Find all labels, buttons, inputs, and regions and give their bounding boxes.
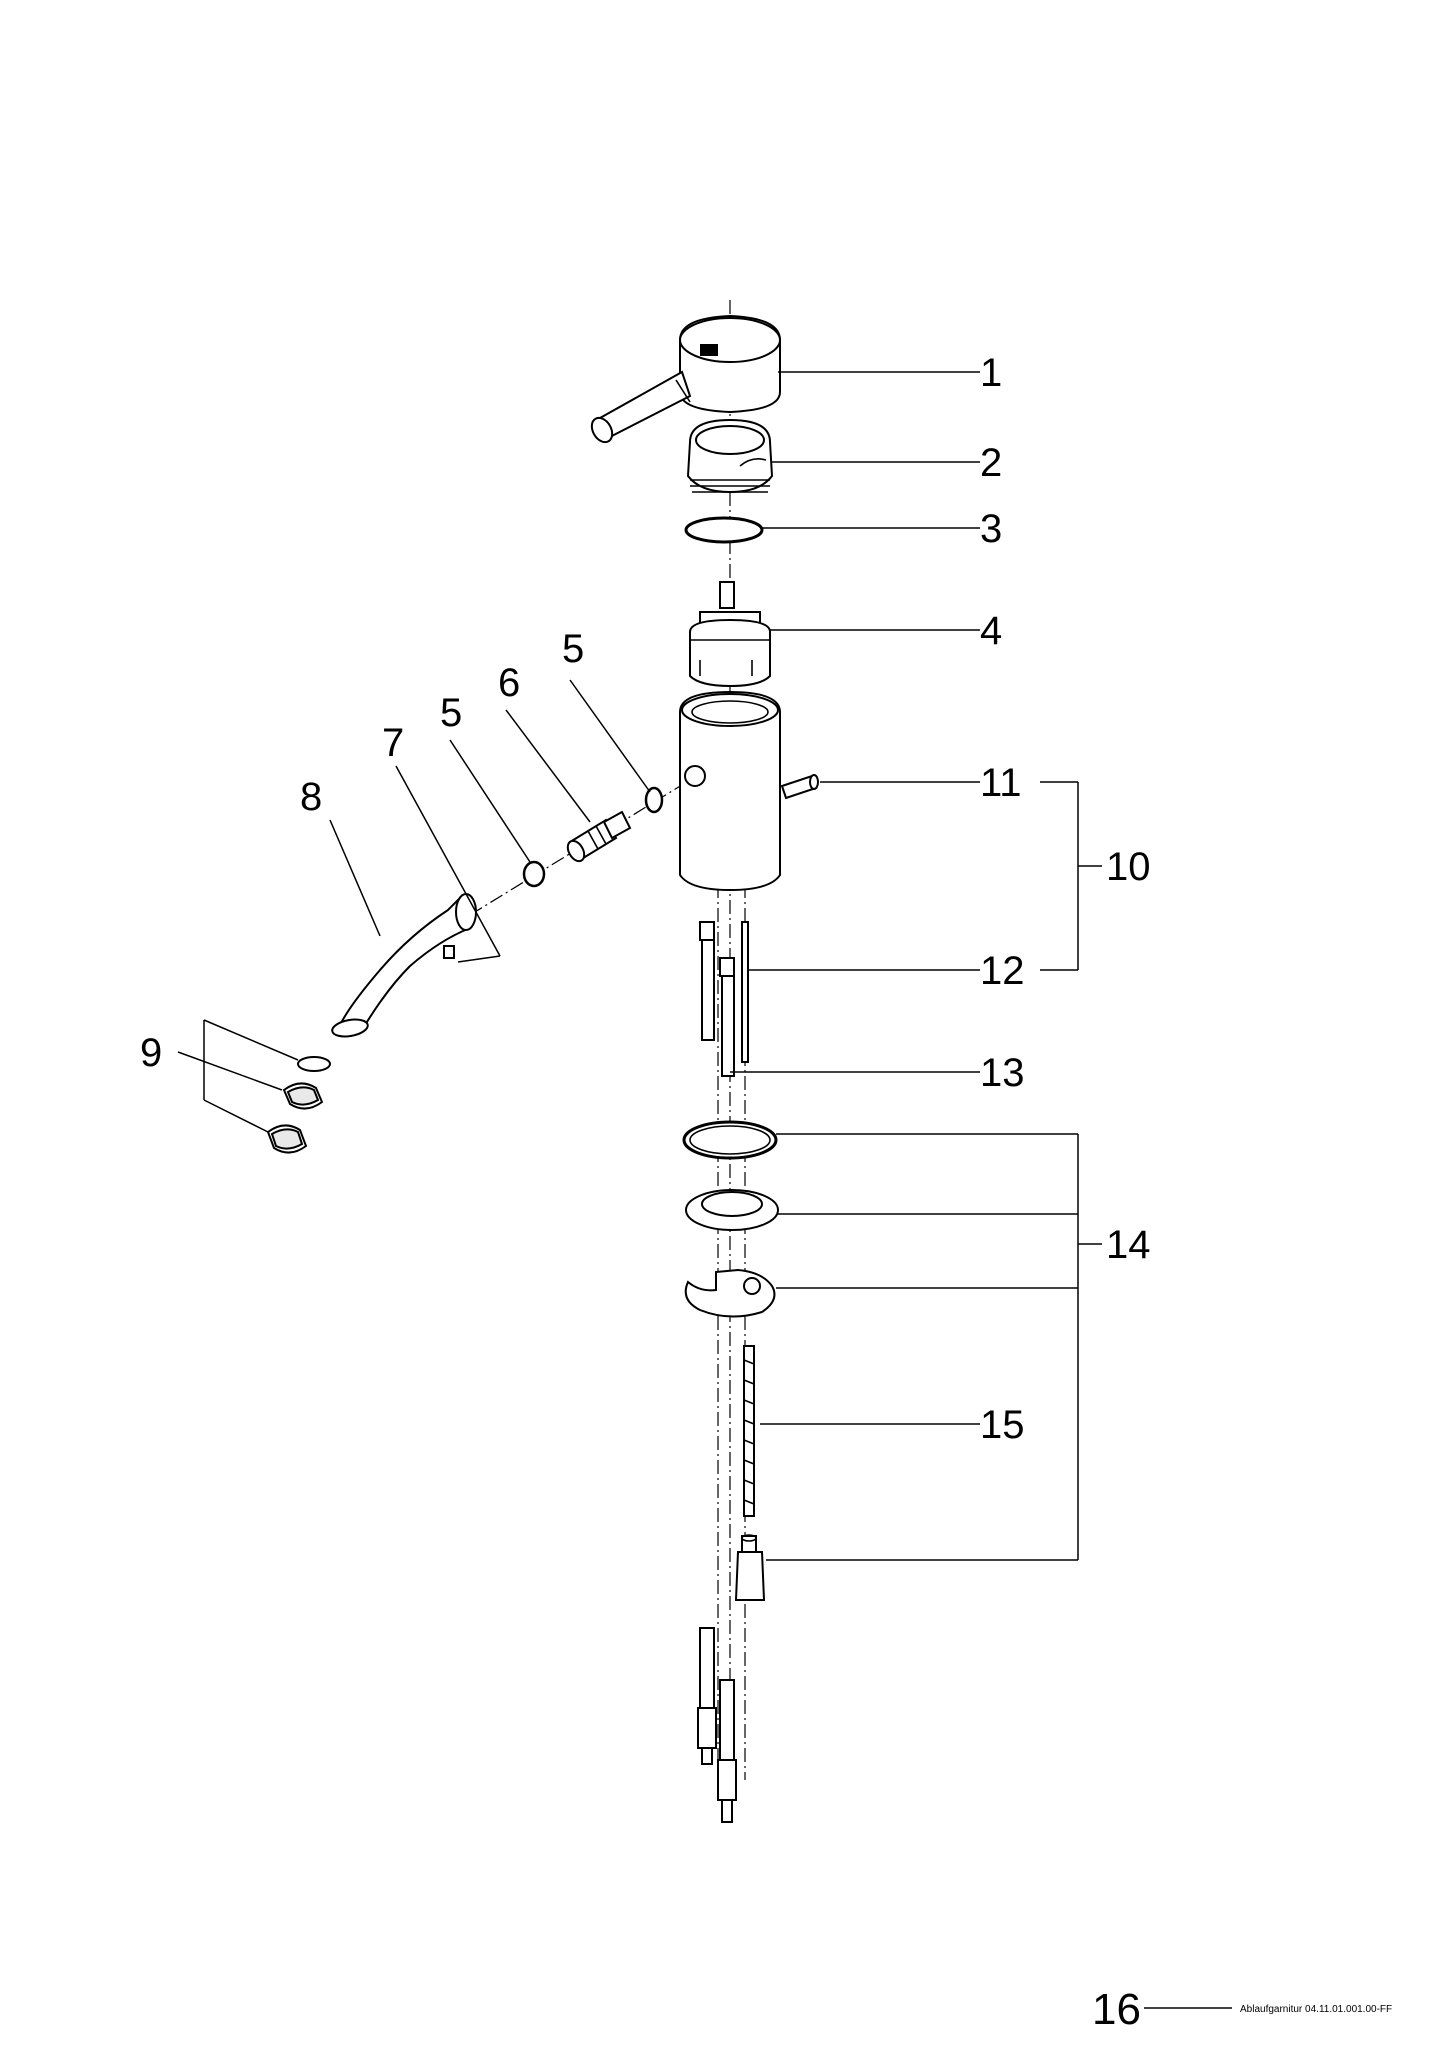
part-14-fixing-plate [684,1268,776,1318]
part-4-cartridge [689,581,771,688]
callout-6: 6 [498,661,520,705]
callout-1: 1 [980,351,1002,395]
part-8-spout [331,893,477,1038]
callout-labels: 1 2 3 4 5 6 5 7 8 9 11 10 12 13 14 15 [140,351,1151,1447]
part-1-lever-handle [590,314,781,444]
callout-14: 14 [1106,1223,1151,1267]
part-14-washer-ring [682,1120,778,1160]
callout-4: 4 [980,609,1002,653]
part-14-nut [734,1534,766,1601]
part-3-o-ring [684,516,764,544]
callout-12: 12 [980,949,1025,993]
callout-11: 11 [980,761,1022,805]
callout-15: 15 [980,1403,1025,1447]
part-6-connector [566,810,632,863]
part-5-o-ring-right [644,786,664,814]
leader-lines [177,371,1232,2009]
page-number: 16 [1092,1985,1141,2034]
callout-8: 8 [300,775,322,819]
part-14-flat-washer [685,1189,779,1231]
callout-9: 9 [140,1031,162,1075]
page-footer: 16 Ablaufgarnitur 04.11.01.001.00-FF [1092,1985,1392,2034]
part-9-aerator-set [266,1056,331,1154]
document-code: Ablaufgarnitur 04.11.01.001.00-FF [1240,2004,1392,2015]
part-15-threaded-rod [743,1345,755,1517]
part-12-supply-hoses-upper [699,921,749,1077]
part-10-mixer-body [679,690,781,892]
part-5-o-ring-left [522,860,546,888]
callout-13: 13 [980,1051,1025,1095]
callout-10: 10 [1106,845,1151,889]
part-11-pin [780,774,819,800]
callout-5-right: 5 [562,627,584,671]
callout-2: 2 [980,441,1002,485]
callout-7: 7 [382,721,404,765]
part-7-grub-screw [443,945,455,959]
part-13-supply-hoses-lower [697,1627,737,1823]
part-2-cover-cap [686,418,774,494]
callout-5-left: 5 [440,691,462,735]
callout-3: 3 [980,507,1002,551]
